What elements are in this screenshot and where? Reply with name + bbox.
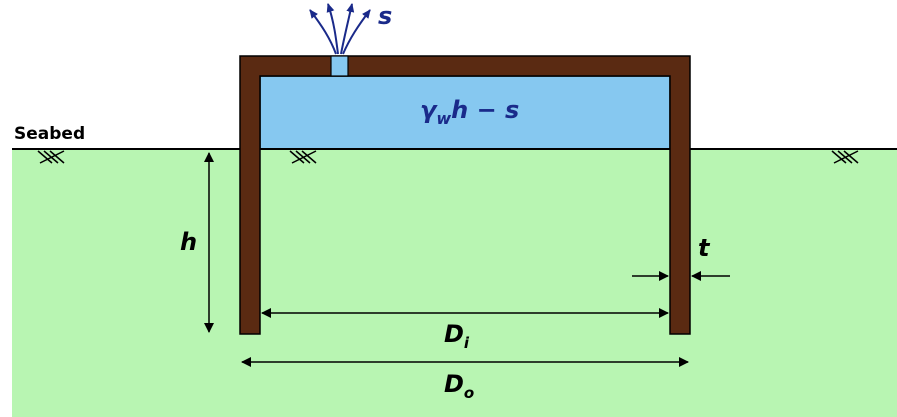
seabed-hatch-middle [289, 150, 317, 164]
inner-diameter-label: Di [444, 320, 470, 352]
pressure-label: γwh − s [420, 96, 519, 128]
soil-region [12, 149, 897, 417]
seabed-label: Seabed [14, 124, 85, 144]
thickness-label: t [698, 234, 711, 262]
seabed-hatch-right [831, 150, 859, 164]
seabed-hatch-left [37, 150, 65, 164]
outer-diameter-label: Do [444, 370, 474, 402]
trapped-water [259, 75, 671, 150]
suction-flow-arrows [309, 3, 371, 55]
suction-label: s [378, 2, 392, 30]
caisson-structure [239, 55, 691, 335]
suction-valve [330, 55, 349, 77]
height-label: h [180, 228, 197, 256]
